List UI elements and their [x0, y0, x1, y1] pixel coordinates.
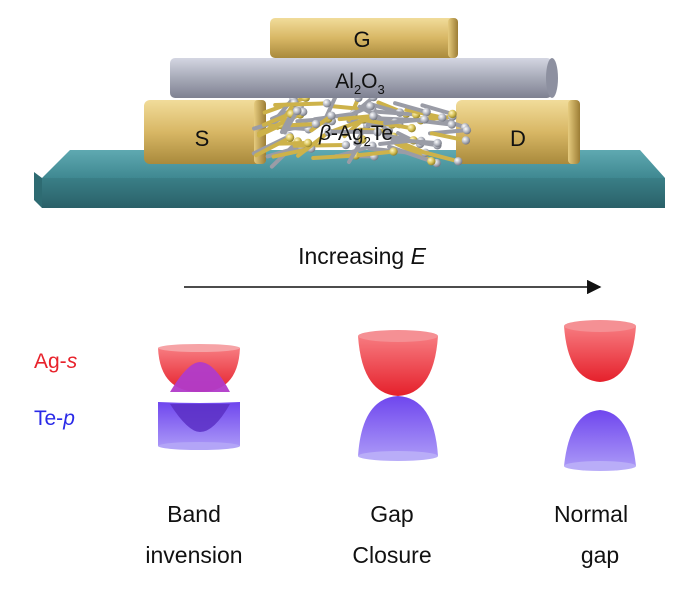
- nanowire-rod: [273, 101, 329, 107]
- stage-3-line2: gap: [581, 542, 619, 568]
- ag2te-nanowire-cluster: [251, 88, 472, 169]
- source-label: S: [195, 126, 210, 151]
- nanowire-atom: [311, 119, 321, 129]
- nanowire-atom: [358, 135, 367, 144]
- oxide-label: Al2O3: [335, 70, 385, 97]
- stage-1-line2: invension: [145, 542, 242, 568]
- stage-2-line2: Closure: [352, 542, 431, 568]
- nanowire-rod: [331, 129, 380, 135]
- nanowire-rod: [383, 117, 427, 126]
- nanowire-rod: [373, 109, 419, 117]
- nanowire-rod: [346, 137, 365, 165]
- channel-label-beta: β: [318, 122, 331, 145]
- field-arrow: Increasing E: [184, 243, 602, 295]
- nanowire-rod: [296, 130, 331, 158]
- nanowire-atom: [420, 115, 429, 124]
- arrow-label-text: Increasing: [298, 243, 411, 269]
- nanowire-atom: [407, 123, 416, 133]
- nanowire-atom: [427, 156, 436, 166]
- nanowire-atom: [422, 107, 431, 117]
- orbital-legend: Ag-s Te-p: [34, 350, 78, 430]
- gate-contact: G: [270, 18, 458, 58]
- nanowire-rod: [393, 101, 429, 115]
- nanowire-rod: [409, 147, 461, 164]
- nanowire-atom: [373, 128, 382, 137]
- conduction-band-2: [358, 330, 438, 396]
- source-contact: S: [144, 100, 266, 164]
- stage-3-line1: Normal: [554, 501, 628, 527]
- nanowire-rod: [390, 137, 440, 146]
- oxide-label-al: Al: [335, 70, 354, 93]
- nanowire-atom: [453, 157, 463, 166]
- nanowire-rod: [277, 141, 311, 146]
- legend-te-orbital: p: [62, 407, 75, 430]
- stage-1-line1: Band: [167, 501, 221, 527]
- nanowire-atom: [341, 140, 351, 150]
- nanowire-atom: [285, 133, 295, 142]
- nanowire-atom: [327, 111, 336, 120]
- band-stage-closure: [358, 330, 438, 461]
- arrow-label: Increasing E: [298, 243, 427, 269]
- nanowire-rod: [337, 114, 376, 122]
- channel-label-te: Te: [371, 122, 393, 145]
- legend-te: Te-p: [34, 407, 75, 430]
- channel-label: β-Ag2Te: [318, 122, 393, 149]
- nanowire-rod: [254, 135, 293, 158]
- legend-te-prefix: Te-: [34, 407, 63, 430]
- channel-label-sub: 2: [364, 134, 371, 149]
- band-overlap-1: [170, 362, 230, 432]
- arrow-label-var: E: [411, 243, 427, 269]
- stage-labels: Band invension Gap Closure Normal gap: [145, 501, 628, 568]
- nanowire-atom: [462, 125, 472, 135]
- nanowire-atom: [389, 147, 398, 156]
- nanowire-atom: [433, 138, 442, 148]
- drain-contact: D: [456, 100, 580, 164]
- oxide-label-sub1: 2: [354, 82, 361, 97]
- legend-ag-orbital: s: [67, 350, 78, 373]
- oxide-label-sub2: 3: [378, 82, 385, 97]
- nanowire-atom: [366, 102, 375, 111]
- nanowire-atom: [324, 127, 333, 137]
- nanowire-atom: [447, 120, 457, 129]
- nanowire-atom: [303, 138, 313, 148]
- oxide-label-o: O: [361, 70, 377, 93]
- nanowire-atom: [438, 113, 447, 122]
- nanowire-rod: [356, 149, 396, 158]
- nanowire-atom: [461, 136, 471, 145]
- nanowire-rod: [429, 131, 468, 143]
- valence-band-2: [358, 396, 438, 461]
- gate-label: G: [353, 27, 370, 52]
- oxide-layer: Al2O3: [170, 58, 558, 98]
- legend-ag-prefix: Ag-: [34, 350, 67, 373]
- nanowire-atom: [448, 109, 457, 119]
- nanowire-rod: [420, 103, 455, 116]
- nanowire-atom: [369, 111, 378, 121]
- valence-band-3: [564, 410, 636, 471]
- device-schematic: S D β-Ag2Te Al2O3 G: [34, 18, 665, 208]
- channel-label-ag: -Ag: [331, 122, 364, 145]
- legend-ag: Ag-s: [34, 350, 78, 373]
- nanowire-atom: [292, 106, 302, 116]
- band-stage-normal: [564, 320, 636, 471]
- nanowire-rod: [292, 142, 348, 148]
- stage-2-line1: Gap: [370, 501, 413, 527]
- drain-label: D: [510, 126, 526, 151]
- nanowire-rod: [311, 153, 358, 161]
- nanowire-atom: [322, 99, 332, 108]
- band-stage-inversion: [158, 344, 240, 450]
- conduction-band-3: [564, 320, 636, 382]
